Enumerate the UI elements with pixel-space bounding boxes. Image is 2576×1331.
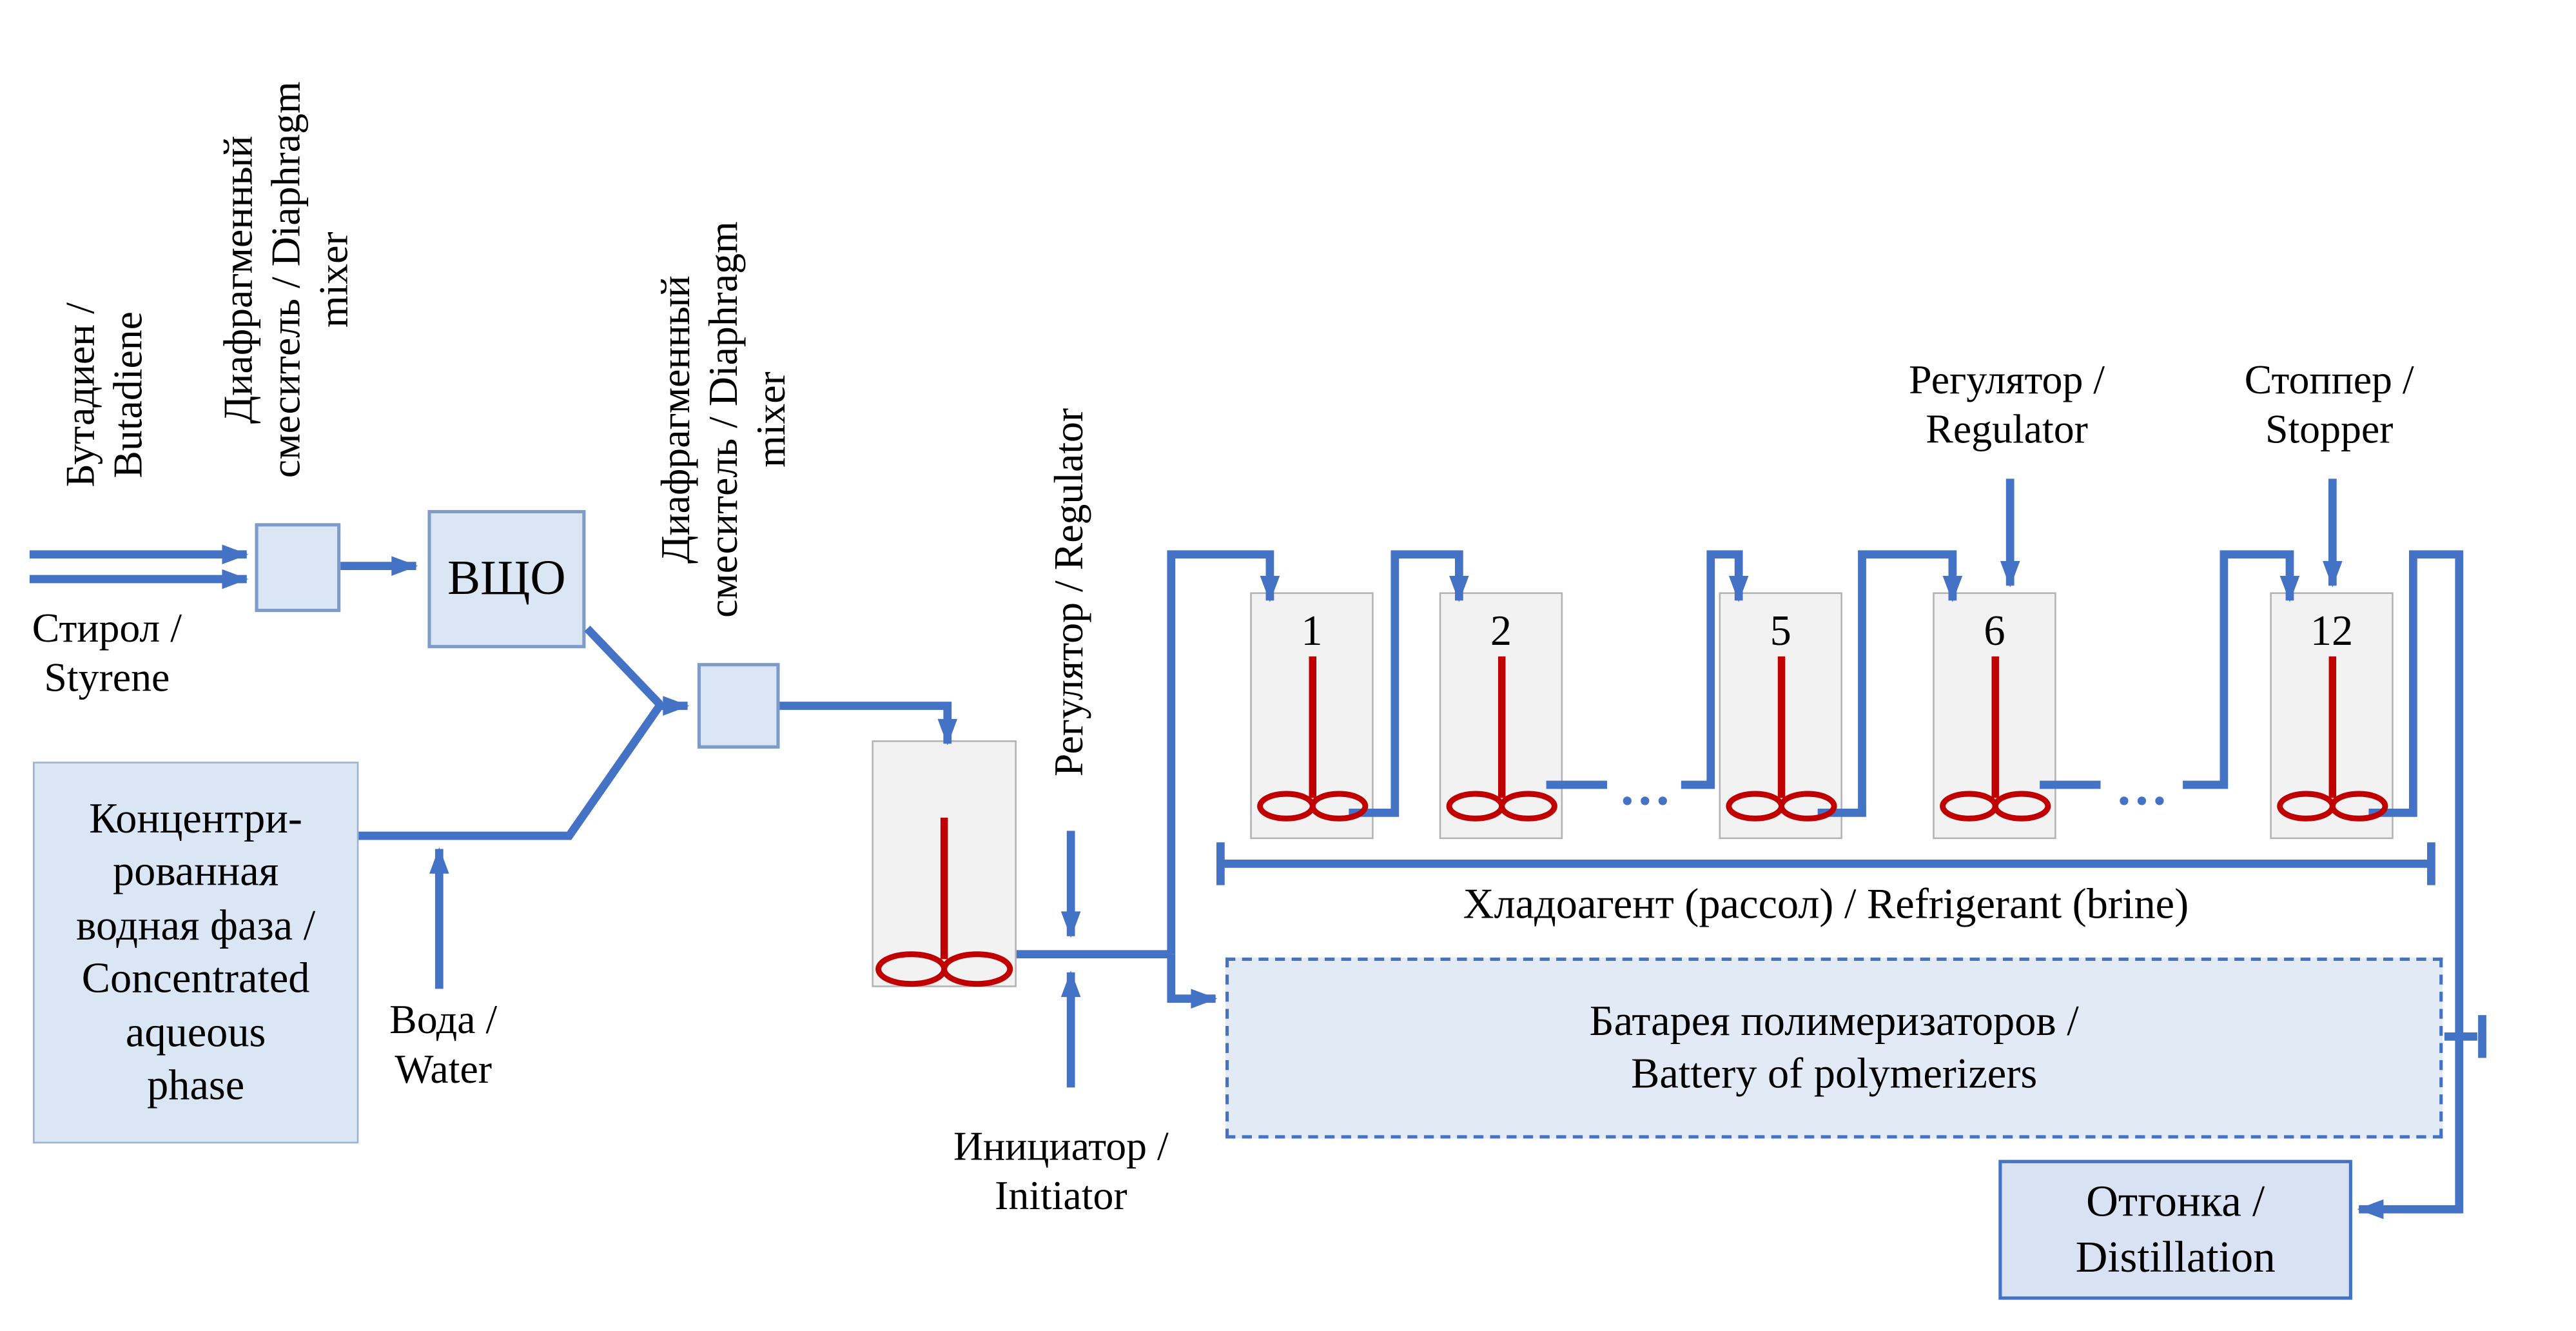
label-refrigerant: Хладоагент (рассол) / Refrigerant (brine… xyxy=(1463,880,2189,928)
label-water: Вода / Water xyxy=(389,998,498,1093)
label-regulator-vertical: Регулятор / Regulator xyxy=(1048,408,1093,777)
label-initiator: Инициатор / Initiator xyxy=(953,1125,1169,1219)
label-diaphragm-mixer-2: Диафрагменный смеситель / Diaphragm mixe… xyxy=(654,221,794,618)
label-stopper: Стоппер / Stopper xyxy=(2244,359,2414,453)
reactor-vessel-6: 6 xyxy=(1933,592,2056,840)
vessel-number: 2 xyxy=(1490,607,1512,655)
reactor-vessel-12: 12 xyxy=(2270,592,2394,840)
premixer-vessel xyxy=(872,740,1017,987)
battery-dashed-box: Батарея полимеризаторов / Battery of pol… xyxy=(1225,957,2443,1139)
vessel-number: 1 xyxy=(1301,607,1323,655)
pipe-mixer2-to-premixer xyxy=(779,702,958,745)
diaphragm-mixer-1-box xyxy=(255,523,341,613)
label-diaphragm-mixer-1: Диафрагменный смеситель / Diaphragm mixe… xyxy=(217,81,356,478)
label-regulator-top: Регулятор / Regulator xyxy=(1909,359,2105,453)
reactor-vessel-2: 2 xyxy=(1439,592,1563,840)
reactor-vessel-1: 1 xyxy=(1250,592,1374,840)
vessel-number: 5 xyxy=(1770,607,1791,655)
distillation-label: Отгонка / Distillation xyxy=(2075,1176,2276,1281)
continuation-dots-right: … xyxy=(2115,756,2169,816)
battery-label: Батарея полимеризаторов / Battery of pol… xyxy=(1589,996,2079,1098)
pipe-aqueous-feed xyxy=(358,696,690,840)
diaphragm-mixer-2-box xyxy=(697,663,780,749)
vessel-number: 12 xyxy=(2310,607,2354,655)
agitators xyxy=(875,656,2388,987)
vscho-box: ВЩО xyxy=(427,509,586,649)
reactor-vessel-5: 5 xyxy=(1719,592,1842,840)
vscho-box-label: ВЩО xyxy=(447,551,566,606)
vessel-number: 6 xyxy=(1984,607,2005,655)
pipe-vscho-out xyxy=(584,626,663,707)
label-butadiene: Бутадиен / Butadiene xyxy=(59,302,151,488)
distillation-box: Отгонка / Distillation xyxy=(1998,1159,2352,1300)
label-styrene: Стирол / Styrene xyxy=(32,607,182,701)
pipe-into-battery-box xyxy=(1167,954,1218,1009)
continuation-dots-left: … xyxy=(1618,756,1672,816)
aqueous-phase-box: Концентри- рованная водная фаза / Concen… xyxy=(33,762,359,1144)
aqueous-phase-label: Концентри- рованная водная фаза / Concen… xyxy=(76,794,316,1109)
